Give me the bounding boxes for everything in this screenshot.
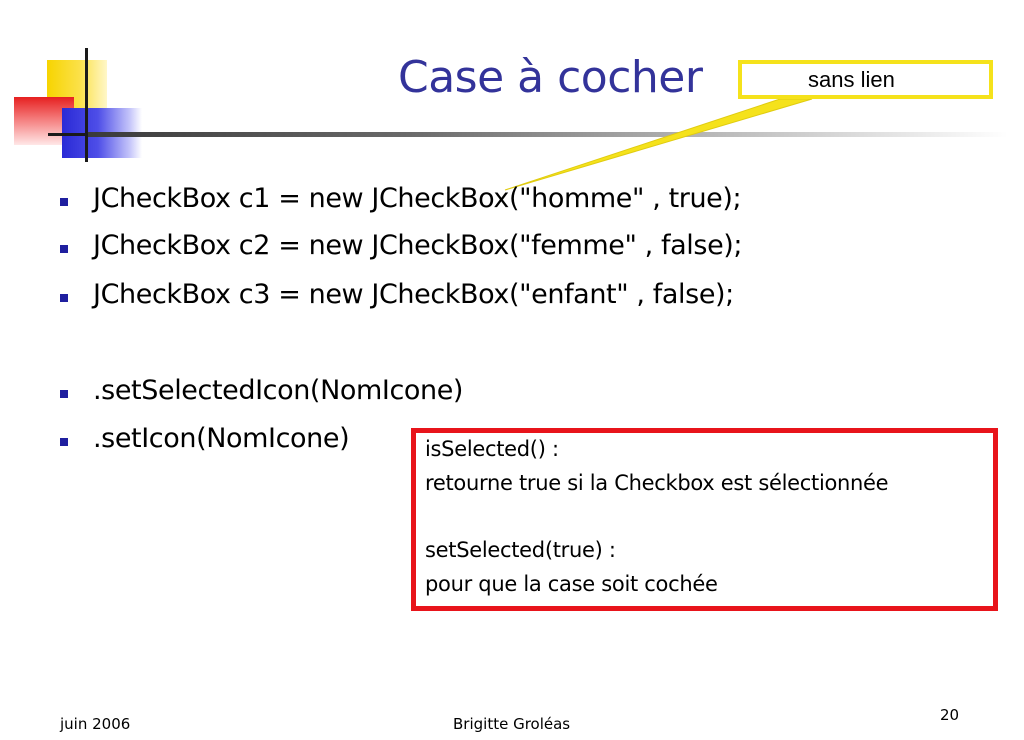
square-bullet-icon <box>60 245 68 253</box>
note-line: setSelected(true) : <box>425 538 616 562</box>
callout-box <box>738 60 993 99</box>
footer-date: juin 2006 <box>60 715 131 733</box>
slide-title: Case à cocher <box>398 52 703 103</box>
square-bullet-icon <box>60 294 68 302</box>
note-box <box>411 428 998 611</box>
page-number: 20 <box>940 706 960 724</box>
footer-author: Brigitte Groléas <box>453 715 571 733</box>
note-line: isSelected() : <box>425 437 559 461</box>
bullet-text: JCheckBox c3 = new JCheckBox("enfant" , … <box>93 279 734 310</box>
note-line: pour que la case soit cochée <box>425 572 718 596</box>
note-line: retourne true si la Checkbox est sélecti… <box>425 471 889 495</box>
logo-vertical-line <box>85 48 88 162</box>
bullet-text: JCheckBox c2 = new JCheckBox("femme" , f… <box>93 230 743 261</box>
bullet-text: JCheckBox c1 = new JCheckBox("homme" , t… <box>93 183 742 214</box>
callout-label: sans lien <box>808 67 895 92</box>
bullet-text: .setSelectedIcon(NomIcone) <box>93 375 464 406</box>
title-divider <box>88 132 1008 137</box>
square-bullet-icon <box>60 390 68 398</box>
square-bullet-icon <box>60 438 68 446</box>
bullet-text: .setIcon(NomIcone) <box>93 423 350 454</box>
square-bullet-icon <box>60 198 68 206</box>
